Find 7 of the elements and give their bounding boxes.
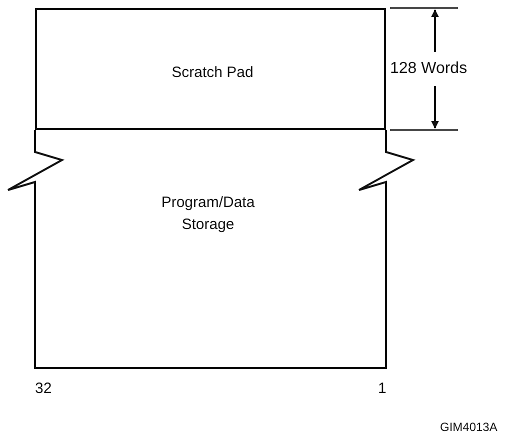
region-label: Scratch Pad <box>170 63 254 83</box>
memory-region-outline <box>8 130 413 368</box>
bit-number: 1 <box>378 380 386 397</box>
region-label: Program/Data Storage <box>160 193 256 235</box>
figure-code: GIM4013A <box>440 420 498 434</box>
bit-number: 32 <box>35 380 52 397</box>
memory-block <box>35 8 386 130</box>
